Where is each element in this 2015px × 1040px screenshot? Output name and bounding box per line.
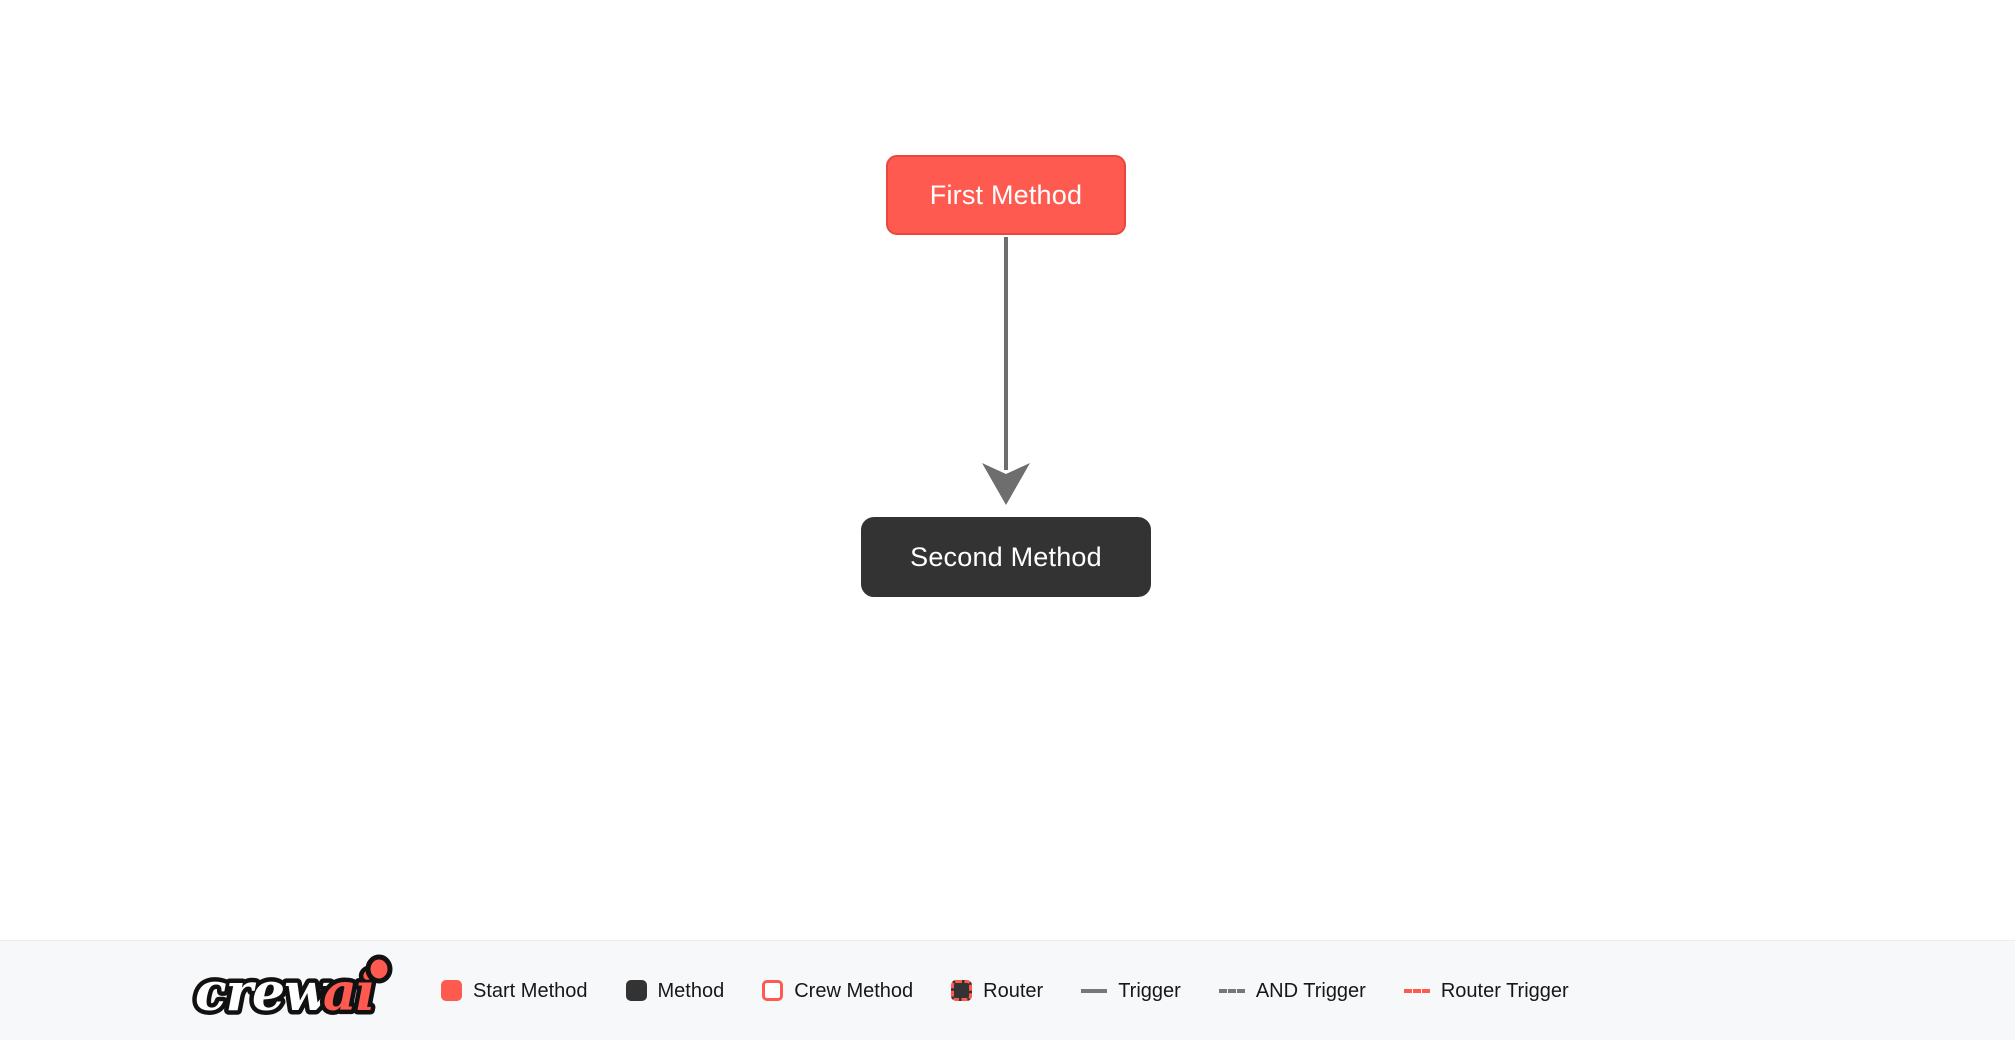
legend-item-label: Method [657,979,725,1002]
flow-node-second-method[interactable]: Second Method [861,517,1151,597]
legend-bar: crew crew ai ai Start Method Method Crew… [0,940,2015,1040]
start-method-swatch-icon [441,980,462,1001]
router-trigger-line-icon [1403,988,1430,993]
legend-item-label: Trigger [1118,979,1181,1002]
flow-node-label: Second Method [910,541,1102,572]
flow-node-label: First Method [929,179,1083,210]
trigger-line-icon [1081,988,1108,993]
legend-item-label: Router Trigger [1440,979,1569,1002]
legend-item-label: Router [983,979,1044,1002]
legend-item-label: AND Trigger [1255,979,1366,1002]
legend-item-start-method: Start Method [441,980,588,1001]
and-trigger-line-icon [1218,988,1245,993]
crewai-logo-dot-icon [365,954,393,983]
legend-item-and-trigger: AND Trigger [1218,979,1366,1002]
legend-item-label: Start Method [473,979,588,1002]
crew-method-swatch-icon [762,980,784,1001]
flow-canvas[interactable]: First Method Second Method [0,0,2015,940]
legend-item-crew-method: Crew Method [762,980,913,1001]
legend-item-router: Router [951,980,1043,1001]
legend-item-trigger: Trigger [1081,981,1181,1001]
edge-arrowhead-icon [982,463,1030,505]
legend-item-method: Method [625,979,725,1002]
method-swatch-icon [625,980,647,1001]
legend-item-label: Crew Method [794,979,914,1002]
legend-item-router-trigger: Router Trigger [1403,979,1569,1002]
crewai-logo: crew crew ai ai [191,954,393,1027]
router-swatch-icon [951,980,973,1001]
crewai-logo-crew-fill: crew [195,962,331,1023]
flow-node-first-method[interactable]: First Method [886,155,1126,235]
crewai-logo-crew-text: crew [195,962,331,1023]
edge-layer [982,237,1030,505]
legend-items: Start Method Method Crew Method Router T… [441,980,1607,1001]
